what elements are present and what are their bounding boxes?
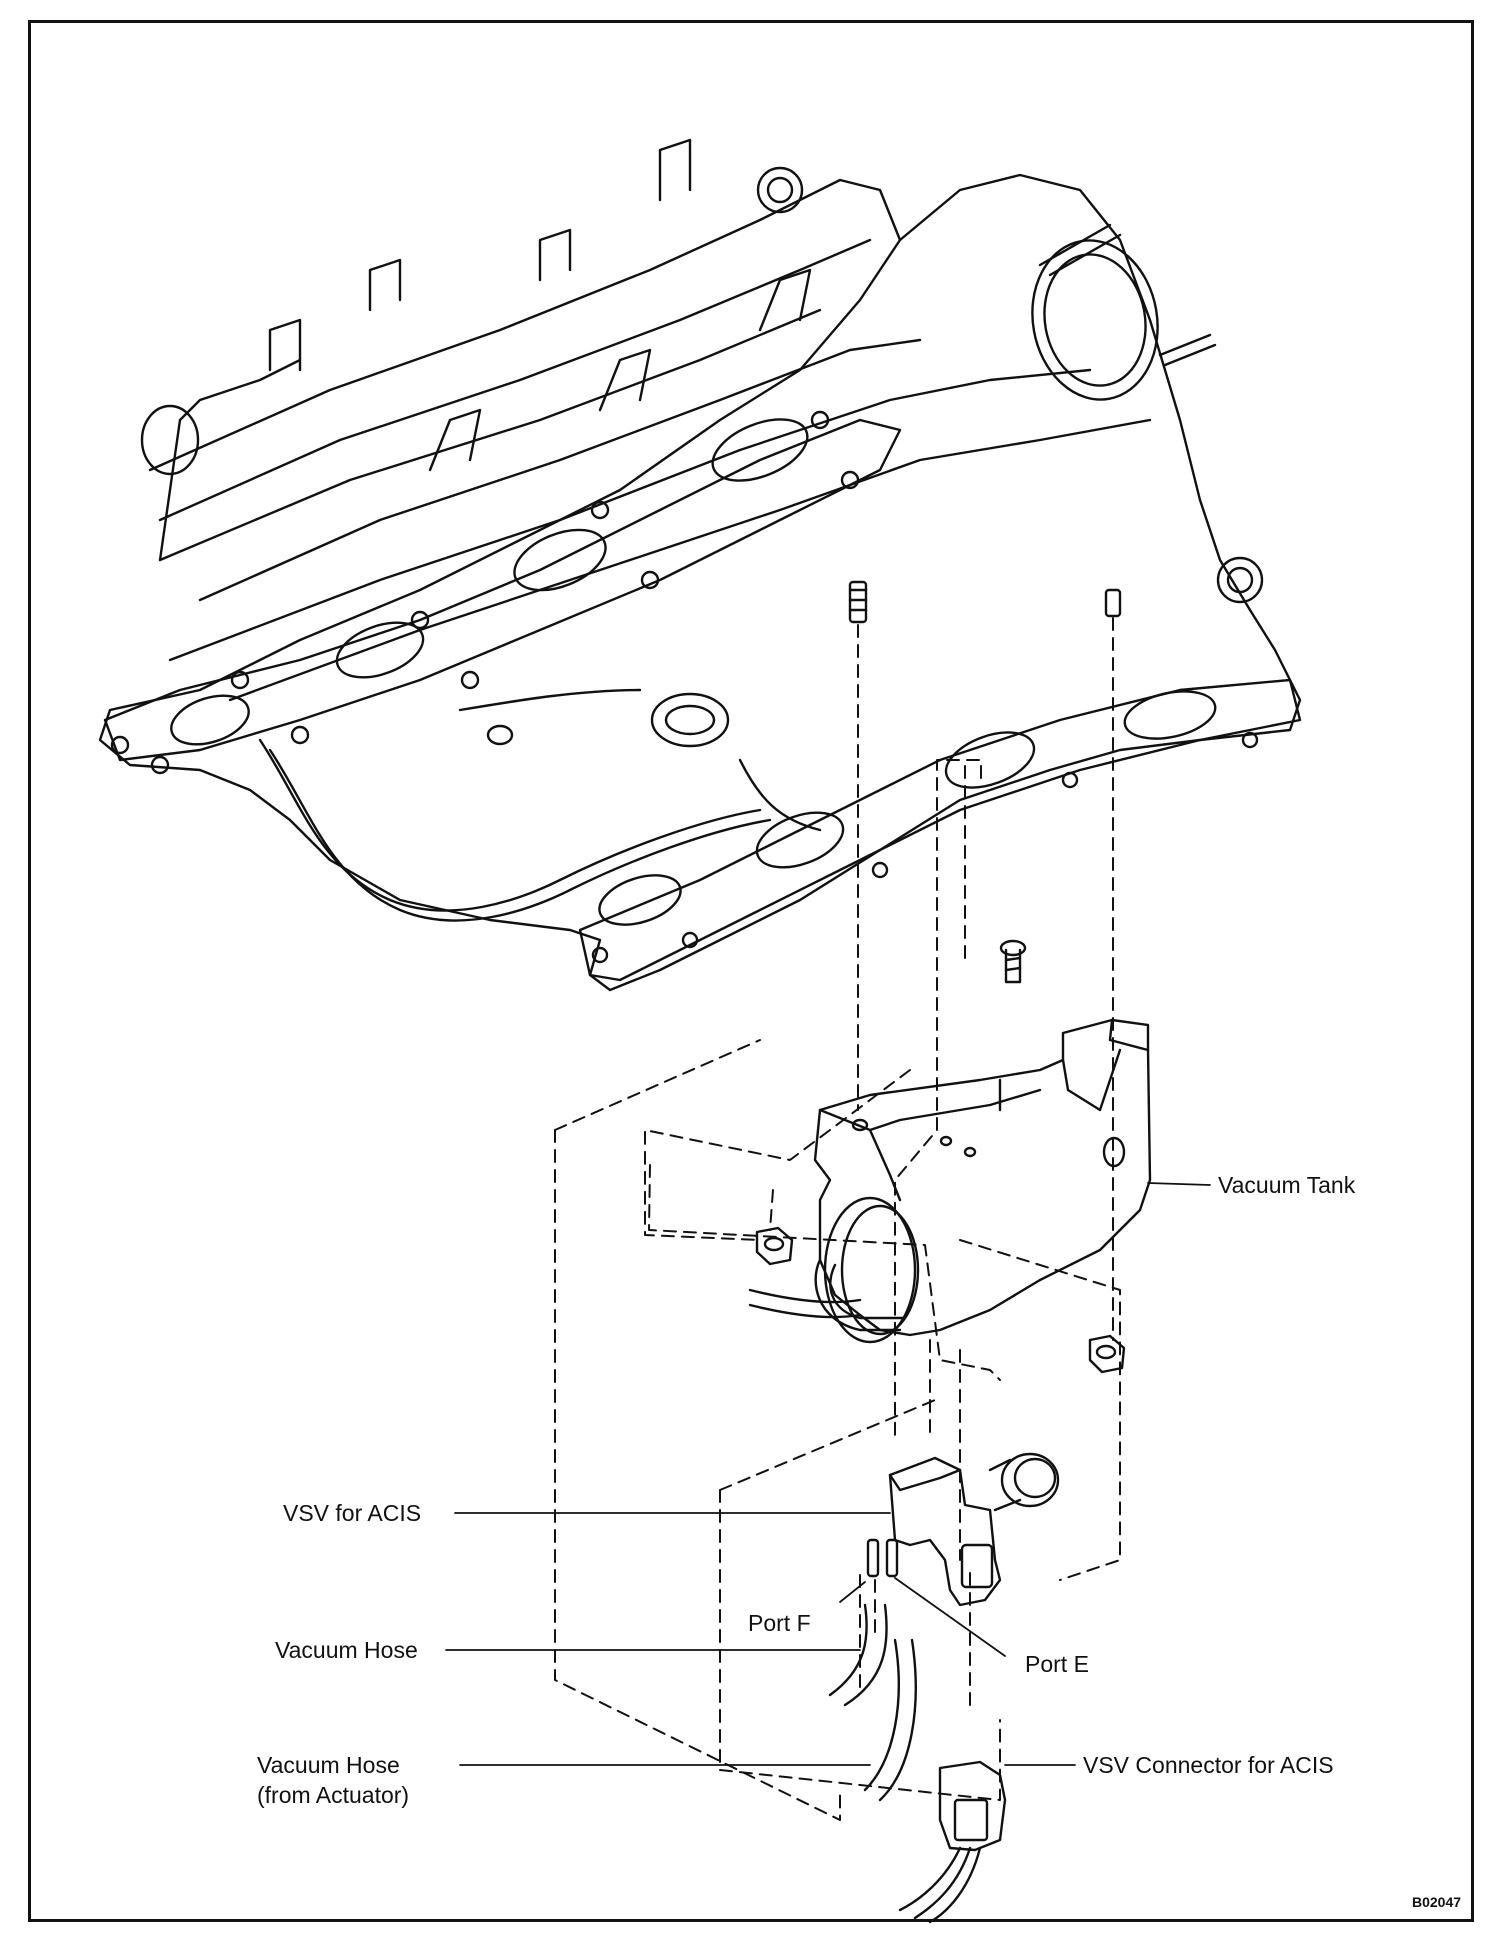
label-vacuum-tank: Vacuum Tank [1218,1172,1356,1198]
label-vacuum-hose-actuator-line1: Vacuum Hose [257,1752,400,1778]
leader-lines [445,1182,1211,1766]
vacuum-hose-from-actuator [863,1638,917,1802]
vacuum-tank [748,1018,1152,1344]
vsv-valve [866,1452,1060,1607]
label-vsv-for-acis: VSV for ACIS [283,1500,421,1526]
nut-left [755,1226,794,1266]
label-port-f: Port F [748,1610,811,1636]
label-vacuum-hose: Vacuum Hose [275,1637,418,1663]
figure-id: B02047 [1412,1894,1461,1910]
vsv-connector [898,1760,1007,1924]
assembly-guide-lines [554,617,1121,1821]
label-port-e: Port E [1025,1651,1089,1677]
label-vacuum-hose-actuator-line2: (from Actuator) [257,1782,409,1808]
diagram-frame [28,20,1474,1922]
bolt [999,939,1027,984]
nut-right [1088,1334,1126,1374]
label-vsv-connector: VSV Connector for ACIS [1083,1752,1334,1778]
vacuum-hose [828,1603,888,1707]
intake-manifold [98,138,1302,992]
